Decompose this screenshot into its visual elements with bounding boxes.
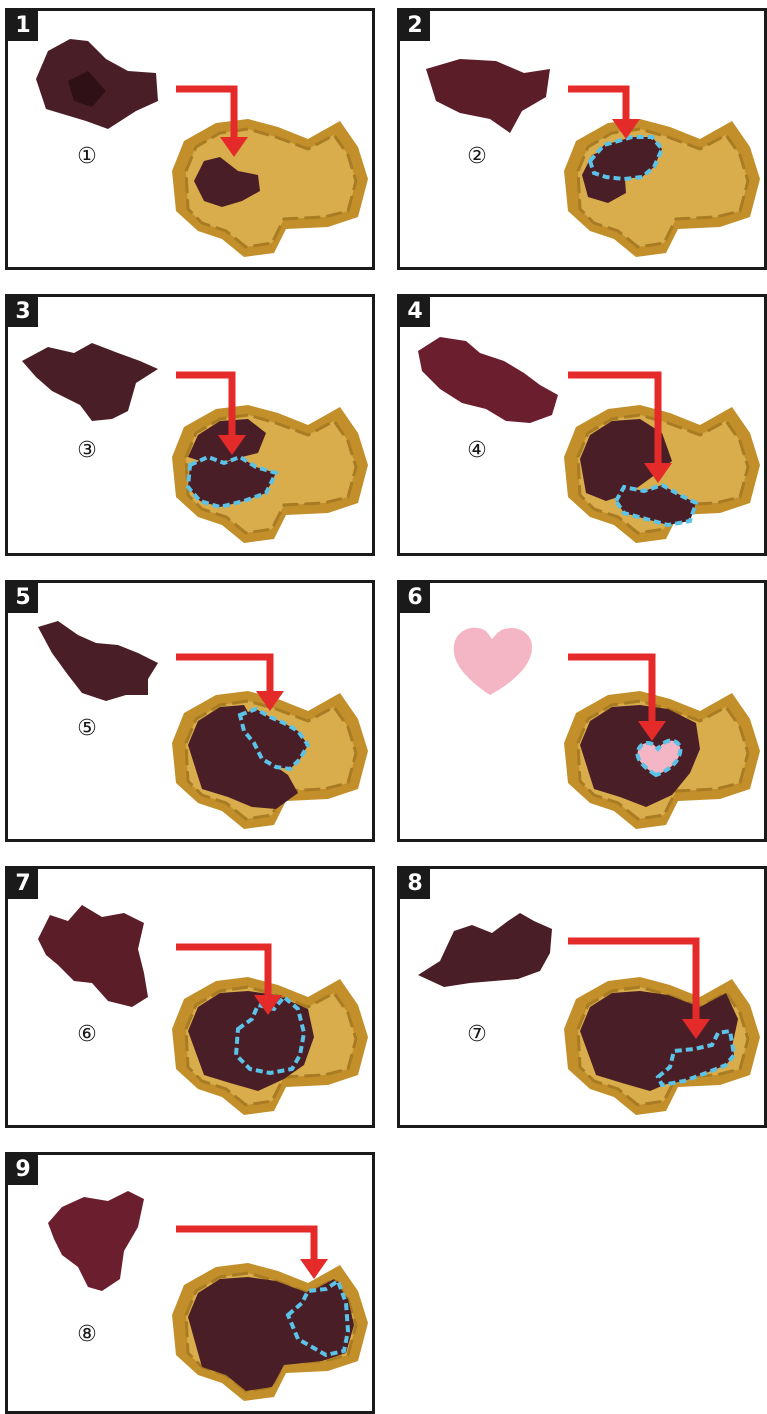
step-illustration [400,869,764,1125]
chocolate-piece-icon [426,59,550,133]
piece-label: ⑧ [72,1319,102,1349]
step-illustration [8,869,372,1125]
step-panel-3: 3 ③ [5,294,375,556]
chocolate-piece-icon [48,1191,144,1291]
piece-label: ⑦ [462,1019,492,1049]
piece-label: ② [462,141,492,171]
piece-label: ③ [72,435,102,465]
piece-label: ⑥ [72,1019,102,1049]
chocolate-piece-icon [418,913,552,987]
step-panel-1: 1 ① [5,8,375,270]
step-illustration [400,583,764,839]
step-illustration [8,583,372,839]
chocolate-piece-icon [22,343,158,421]
step-panel-2: 2 ② [397,8,767,270]
step-panel-8: 8 ⑦ [397,866,767,1128]
step-illustration [8,1155,372,1411]
arrow-icon [176,657,270,693]
step-panel-7: 7 ⑥ [5,866,375,1128]
chocolate-piece-icon [38,621,158,701]
pink-heart-icon [454,628,532,695]
step-illustration [400,297,764,553]
arrow-icon [568,89,626,121]
step-panel-5: 5 ⑤ [5,580,375,842]
piece-label: ① [72,141,102,171]
step-illustration [400,11,764,267]
step-panel-4: 4 ④ [397,294,767,556]
step-panel-9: 9 ⑧ [5,1152,375,1414]
piece-label [462,713,492,743]
piece-label: ④ [462,435,492,465]
step-panel-6: 6 [397,580,767,842]
piece-label: ⑤ [72,713,102,743]
step-illustration [8,297,372,553]
chocolate-piece-icon [418,337,558,423]
arrow-icon [176,1229,314,1261]
chocolate-piece-icon [38,905,148,1007]
step-illustration [8,11,372,267]
